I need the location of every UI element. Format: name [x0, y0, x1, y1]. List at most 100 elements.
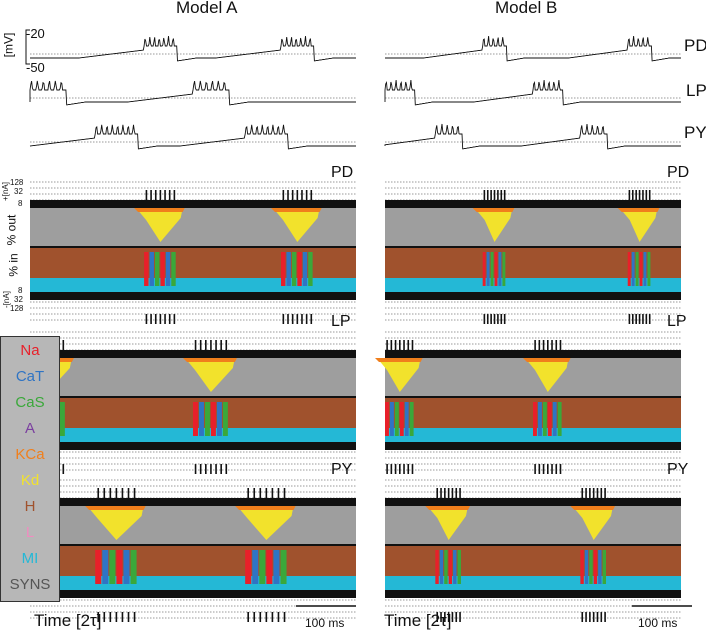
inward-burst-band-pd-a-1 [302, 252, 308, 286]
currentscape-label-lp-b: LP [667, 313, 687, 330]
panel-title-model-a: Model A [176, 0, 238, 17]
outward-tick-8: 8 [18, 199, 23, 208]
inward-burst-band-pd-b-0 [486, 252, 490, 286]
inward-burst-band-py-a-1 [273, 550, 280, 584]
inward-burst-band-lp-a-1 [198, 402, 204, 436]
outward-kd-fill-lp-b-0 [377, 358, 421, 392]
inward-burst-band-pd-b-0 [498, 252, 502, 286]
inward-burst-band-pd-a-0 [171, 252, 176, 286]
inward-burst-band-lp-b-1 [552, 402, 557, 436]
scalebar-label-a: 100 ms [305, 616, 345, 630]
currentscape-label-pd-b: PD [667, 164, 690, 181]
inward-burst-band-py-a-1 [245, 550, 252, 584]
inward-burst-band-py-a-1 [280, 550, 287, 584]
voltage-trace-pd-b [385, 35, 681, 62]
inward-mi-fill-pd-a [30, 278, 356, 292]
inward-total-bar-py-b [385, 590, 681, 598]
inward-mi-fill-py-a [30, 576, 356, 590]
outward-kca-fill-pd-b-0 [472, 208, 515, 212]
inward-burst-band-pd-b-0 [494, 252, 498, 286]
inward-tick-8: 8 [18, 286, 23, 295]
legend-item-syns: SYNS [9, 576, 51, 593]
inward-burst-band-lp-b-1 [557, 402, 562, 436]
outward-kd-fill-pd-b-1 [619, 208, 658, 242]
outward-unit: +[nA] [0, 182, 10, 201]
inward-total-bar-lp-a [30, 442, 356, 450]
outward-total-bar-lp-b [385, 350, 681, 358]
inward-burst-band-py-b-0 [439, 550, 444, 584]
inward-burst-band-py-b-1 [584, 550, 589, 584]
inward-burst-band-py-b-0 [448, 550, 453, 584]
legend-item-kd: Kd [20, 472, 40, 489]
legend-item-a: A [24, 420, 35, 437]
xlabel-a: Time [2τ] [34, 611, 102, 630]
inward-burst-band-py-b-0 [435, 550, 439, 584]
voltage-row-label-py: PY [684, 123, 706, 142]
legend-item-cas: CaS [15, 394, 45, 411]
legend-item-na: Na [20, 342, 40, 359]
inward-burst-band-pd-b-1 [643, 252, 647, 286]
outward-kd-fill-lp-b-1 [525, 358, 569, 392]
outward-kd-fill-lp-a-1 [185, 358, 235, 392]
inward-burst-band-py-a-1 [266, 550, 273, 584]
inward-burst-band-py-b-1 [589, 550, 593, 584]
inward-burst-band-py-b-1 [593, 550, 598, 584]
inward-burst-band-py-b-0 [453, 550, 457, 584]
inward-tick-32: 32 [14, 295, 23, 304]
currentscape-label-py-a: PY [331, 461, 353, 478]
inward-burst-band-py-a-1 [252, 550, 259, 584]
inward-burst-band-pd-b-0 [482, 252, 486, 286]
voltage-scale-bracket [25, 29, 30, 65]
outward-kca-fill-lp-b-0 [375, 358, 423, 362]
current-legend: Na CaT CaS A KCa Kd H L MI SYNS [0, 336, 60, 602]
outward-kca-fill-py-b-1 [570, 506, 615, 510]
inward-unit: -[nA] [1, 291, 11, 308]
outward-total-bar-pd-a [30, 200, 356, 208]
inward-burst-band-pd-b-0 [490, 252, 494, 286]
outward-kca-fill-pd-a-0 [134, 208, 185, 212]
legend-item-h: H [24, 498, 36, 515]
voltage-ytick-bottom: -50 [26, 60, 45, 75]
inward-burst-band-py-b-1 [602, 550, 606, 584]
outward-kca-fill-lp-a-1 [183, 358, 237, 362]
outward-kca-fill-py-b-0 [425, 506, 470, 510]
inward-burst-band-pd-a-1 [308, 252, 313, 286]
legend-item-kca: KCa [15, 446, 45, 463]
currentscape-label-lp-a: LP [331, 313, 351, 330]
inward-total-bar-lp-b [385, 442, 681, 450]
inward-mi-fill-pd-b [385, 278, 681, 292]
inward-burst-band-py-b-1 [598, 550, 602, 584]
inward-burst-band-lp-b-0 [389, 402, 394, 436]
outward-percent-label: % out [4, 214, 19, 246]
inward-burst-band-lp-a-1 [210, 402, 216, 436]
inward-burst-band-pd-a-1 [297, 252, 302, 286]
currentscape-label-py-b: PY [667, 461, 689, 478]
inward-burst-band-lp-b-0 [385, 402, 389, 436]
outward-kd-fill-pd-a-0 [136, 208, 183, 242]
outward-total-bar-pd-b [385, 200, 681, 208]
inward-burst-band-lp-b-1 [542, 402, 547, 436]
inward-burst-band-py-b-1 [580, 550, 584, 584]
voltage-trace-pd-a [30, 35, 356, 62]
inward-h-fill-py-b [385, 546, 681, 576]
outward-kca-fill-lp-b-1 [523, 358, 571, 362]
voltage-trace-py-b [384, 123, 681, 150]
outward-kd-fill-py-a-1 [237, 506, 294, 540]
voltage-trace-lp-a [29, 80, 356, 106]
inward-burst-band-pd-b-1 [631, 252, 635, 286]
inward-burst-band-py-b-0 [457, 550, 461, 584]
outward-syns-fill-py-a [30, 506, 356, 544]
outward-kd-fill-pd-b-0 [474, 208, 513, 242]
inward-burst-band-lp-a-1 [193, 402, 198, 436]
outward-kd-fill-py-a-0 [87, 506, 144, 540]
inward-burst-band-lp-b-0 [399, 402, 404, 436]
outward-tick-32: 32 [14, 187, 23, 196]
voltage-row-label-pd: PD [684, 36, 706, 55]
outward-total-bar-py-b [385, 498, 681, 506]
inward-burst-band-pd-b-1 [635, 252, 639, 286]
outward-kca-fill-py-a-1 [235, 506, 296, 510]
inward-burst-band-py-b-0 [444, 550, 448, 584]
inward-burst-band-lp-b-1 [537, 402, 542, 436]
inward-burst-band-lp-a-1 [204, 402, 210, 436]
